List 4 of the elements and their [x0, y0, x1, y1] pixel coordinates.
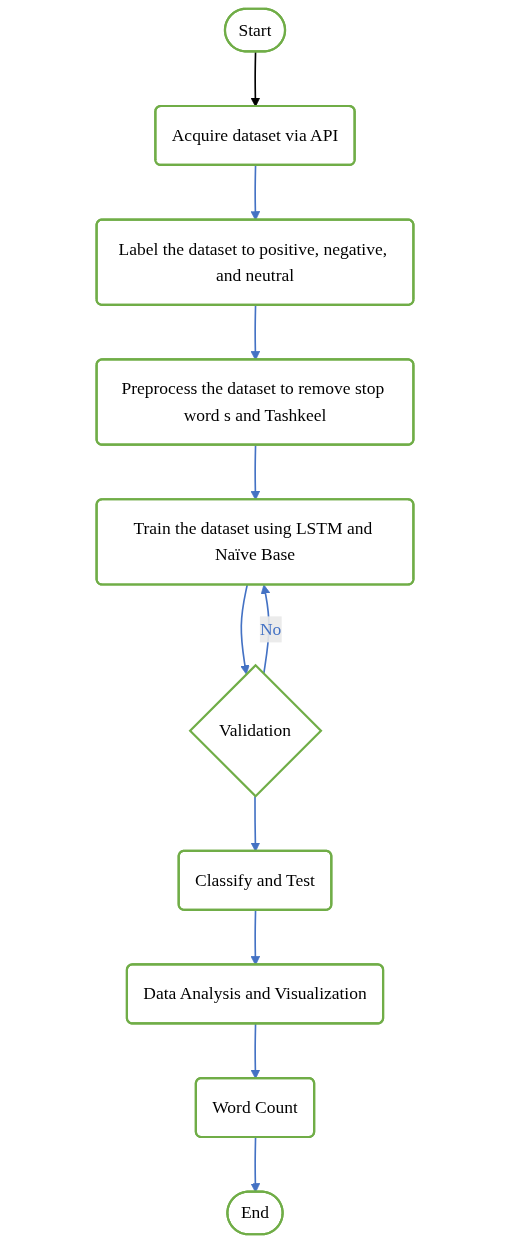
- arrow: [240, 584, 250, 675]
- edge-label: No: [259, 619, 282, 639]
- arrow: [250, 1023, 261, 1079]
- node-diamond: Validation: [188, 663, 323, 798]
